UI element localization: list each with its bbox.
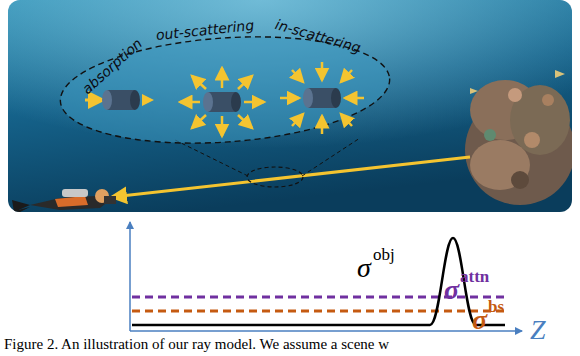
figure-caption: Figure 2. An illustration of our ray mod… bbox=[4, 337, 389, 352]
symbol: σ bbox=[357, 254, 371, 282]
symbol: σ bbox=[472, 306, 487, 334]
symbol: σ bbox=[444, 276, 459, 304]
superscript: obj bbox=[373, 246, 395, 263]
axis-label: Z bbox=[530, 316, 546, 344]
superscript: attn bbox=[460, 268, 489, 285]
superscript: bs bbox=[488, 298, 504, 315]
